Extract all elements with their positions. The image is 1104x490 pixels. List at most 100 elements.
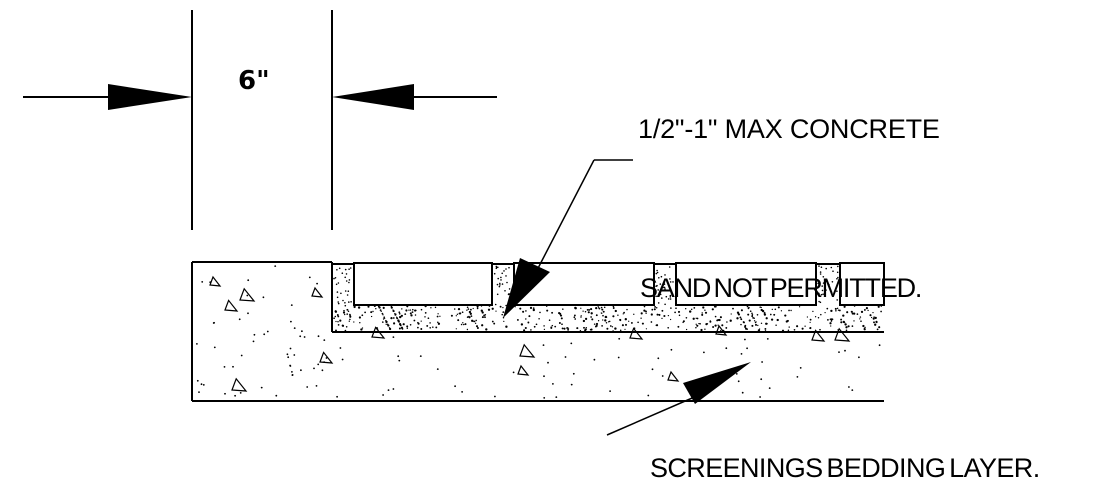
- stipple-dot: [690, 308, 693, 311]
- stipple-dot: [818, 292, 820, 295]
- stipple-dot: [832, 270, 834, 273]
- stipple-dot: [840, 321, 843, 324]
- stipple-dot: [474, 322, 477, 324]
- stipple-dot: [387, 389, 390, 391]
- concrete-aggregate: [209, 275, 851, 392]
- stipple-dot: [669, 281, 672, 283]
- stipple-dot: [333, 317, 335, 320]
- stipple-dot: [467, 308, 470, 310]
- stipple-dot: [851, 325, 854, 327]
- stipple-dot: [819, 273, 822, 275]
- stipple-dot: [880, 310, 882, 313]
- stipple-dot: [345, 326, 348, 328]
- stipple-dot: [701, 312, 703, 314]
- concrete-base-stipple: [196, 265, 881, 399]
- stipple-dot: [741, 391, 744, 394]
- stipple-dot: [701, 313, 704, 316]
- stipple-dot: [659, 293, 662, 296]
- stipple-dot: [480, 309, 483, 312]
- stipple-dot: [695, 326, 697, 329]
- stipple-dot: [851, 389, 854, 391]
- paver-4: [839, 262, 885, 306]
- stipple-dot: [494, 395, 496, 398]
- stipple-dot: [830, 318, 833, 321]
- stipple-dot: [499, 282, 501, 285]
- stipple-dot: [402, 323, 405, 326]
- stipple-dot: [655, 295, 657, 298]
- stipple-dot: [704, 309, 706, 311]
- stipple-dot: [837, 265, 839, 268]
- stipple-dot: [766, 338, 769, 340]
- stipple-dot: [744, 338, 746, 341]
- stipple-dot: [335, 320, 337, 323]
- stipple-dot: [429, 322, 431, 324]
- stipple-dot: [293, 354, 296, 356]
- stipple-dot: [614, 309, 617, 313]
- stipple-dot: [735, 373, 738, 375]
- stipple-dot: [439, 315, 441, 317]
- stipple-dot: [740, 353, 743, 355]
- stipple-dot: [743, 321, 745, 324]
- stipple-dot: [830, 325, 832, 327]
- stipple-dot: [463, 323, 465, 326]
- stipple-dot: [793, 328, 796, 331]
- stipple-dot: [375, 307, 377, 310]
- stipple-dot: [601, 312, 603, 314]
- stipple-dot: [584, 310, 587, 313]
- stipple-dot: [820, 293, 823, 296]
- stipple-dot: [341, 324, 345, 327]
- stipple-dot: [721, 324, 724, 327]
- stipple-dot: [670, 307, 672, 309]
- stipple-dot: [625, 323, 627, 326]
- stipple-dot: [685, 308, 687, 310]
- stipple-dot: [623, 311, 625, 314]
- stipple-dot: [641, 322, 644, 325]
- stipple-dot: [385, 320, 388, 324]
- stipple-dot: [695, 323, 697, 325]
- stipple-dot: [876, 321, 878, 324]
- stipple-dot: [559, 312, 562, 315]
- stipple-dot: [543, 328, 546, 331]
- stipple-dot: [590, 312, 593, 315]
- stipple-dot: [543, 397, 546, 399]
- sand-note-label: SAND NOT PERMITTED.: [640, 273, 922, 303]
- stipple-dot: [434, 306, 437, 309]
- stipple-dot: [768, 387, 771, 389]
- stipple-dot: [590, 308, 593, 311]
- stipple-dot: [561, 323, 563, 326]
- stipple-dot: [247, 312, 249, 315]
- stipple-dot: [595, 306, 598, 310]
- stipple-dot: [751, 324, 754, 327]
- stipple-dot: [344, 304, 347, 307]
- stipple-dot: [843, 305, 846, 308]
- paver-1: [353, 262, 493, 306]
- stipple-dot: [551, 311, 554, 314]
- stipple-dot: [713, 305, 716, 308]
- stipple-dot: [409, 323, 412, 326]
- stipple-dot: [714, 315, 717, 318]
- stipple-dot: [424, 312, 427, 314]
- stipple-dot: [864, 326, 866, 328]
- stipple-dot: [498, 285, 501, 288]
- stipple-dot: [874, 316, 877, 320]
- stipple-dot: [246, 294, 249, 297]
- stipple-dot: [383, 316, 386, 319]
- stipple-dot: [614, 327, 617, 330]
- stipple-dot: [664, 288, 666, 290]
- stipple-dot: [346, 308, 349, 311]
- stipple-dot: [878, 344, 881, 347]
- stipple-dot: [618, 337, 621, 340]
- stipple-dot: [508, 266, 510, 269]
- stipple-dot: [483, 314, 486, 317]
- stipple-dot: [341, 358, 344, 361]
- stipple-dot: [247, 279, 250, 282]
- stipple-dot: [751, 312, 753, 315]
- stipple-dot: [763, 313, 767, 316]
- stipple-dot: [552, 383, 554, 385]
- stipple-dot: [348, 301, 350, 303]
- stipple-dot: [593, 323, 596, 325]
- stipple-dot: [837, 276, 839, 279]
- stipple-dot: [751, 314, 754, 316]
- stipple-dot: [836, 290, 838, 293]
